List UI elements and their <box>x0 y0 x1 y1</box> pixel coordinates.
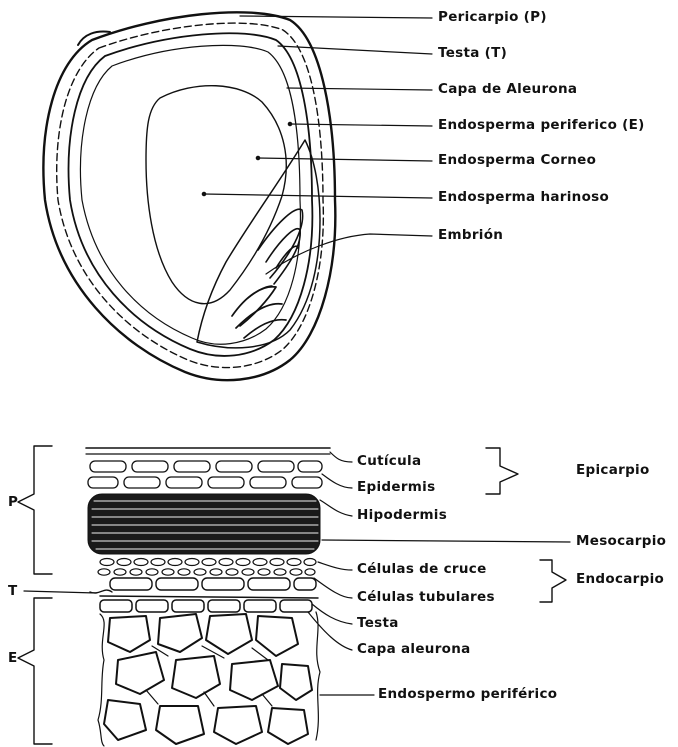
label-celulas-de-cruce: Células de cruce <box>357 561 487 577</box>
aleurone-cells <box>100 600 312 612</box>
leader-capa-aleurona <box>308 612 352 650</box>
embryo-outline <box>197 140 320 348</box>
leader-pericarpio <box>240 16 432 18</box>
endosperm-cell-walls <box>98 612 320 746</box>
leader-endosperma-corneo <box>258 158 432 161</box>
leader-testa <box>278 46 432 54</box>
side-letter-p: P <box>8 494 18 510</box>
leader-endosperma-periferico <box>290 124 432 126</box>
hypodermis-layer <box>88 494 320 554</box>
leader-hipodermis <box>320 500 352 516</box>
label-testa: Testa (T) <box>438 45 507 61</box>
bracket-epicarpio <box>486 448 518 494</box>
leader-t <box>24 591 96 593</box>
side-letter-e: E <box>8 650 18 666</box>
label-endosperma-harinoso: Endosperma harinoso <box>438 189 609 205</box>
label-epidermis: Epidermis <box>357 479 435 495</box>
label-celulas-tubulares: Células tubulares <box>357 589 495 605</box>
leader-dot-1 <box>288 122 292 126</box>
label-endosperma-corneo: Endosperma Corneo <box>438 152 596 168</box>
bracket-e <box>18 598 52 744</box>
leader-endosperma-harinoso <box>204 194 432 198</box>
leader-mesocarpio <box>322 540 570 542</box>
endosperm-cells <box>104 614 312 744</box>
epidermis-cells <box>88 461 322 488</box>
bracket-p <box>18 446 52 574</box>
label-endospermo-periferico: Endospermo periférico <box>378 686 557 702</box>
leader-epidermis <box>322 474 352 488</box>
label-mesocarpio: Mesocarpio <box>576 533 666 549</box>
leader-cruce <box>318 562 352 570</box>
label-capa-de-aleurona: Capa de Aleurona <box>438 81 577 97</box>
leader-cuticula <box>330 452 352 462</box>
label-hipodermis: Hipodermis <box>357 507 447 523</box>
leader-tubulares <box>314 578 352 598</box>
label-cuticula: Cutícula <box>357 453 421 469</box>
label-testa-section: Testa <box>357 615 399 631</box>
pericarp-outline <box>43 12 335 380</box>
testa-line <box>100 596 318 598</box>
leader-aleurona <box>287 88 432 90</box>
label-epicarpio: Epicarpio <box>576 462 650 478</box>
label-pericarpio: Pericarpio (P) <box>438 9 547 25</box>
leader-dot-3 <box>202 192 206 196</box>
label-capa-aleurona: Capa aleurona <box>357 641 471 657</box>
cross-cells <box>98 559 316 576</box>
aleurone-outline <box>69 33 313 356</box>
side-letter-t: T <box>8 583 18 599</box>
tubular-cells <box>110 578 316 590</box>
leader-embrion <box>266 234 432 274</box>
bracket-endocarpio <box>540 560 566 602</box>
label-endocarpio: Endocarpio <box>576 571 664 587</box>
leader-dot-2 <box>256 156 260 160</box>
label-endosperma-periferico: Endosperma periferico (E) <box>438 117 645 133</box>
label-embrion: Embrión <box>438 227 503 243</box>
